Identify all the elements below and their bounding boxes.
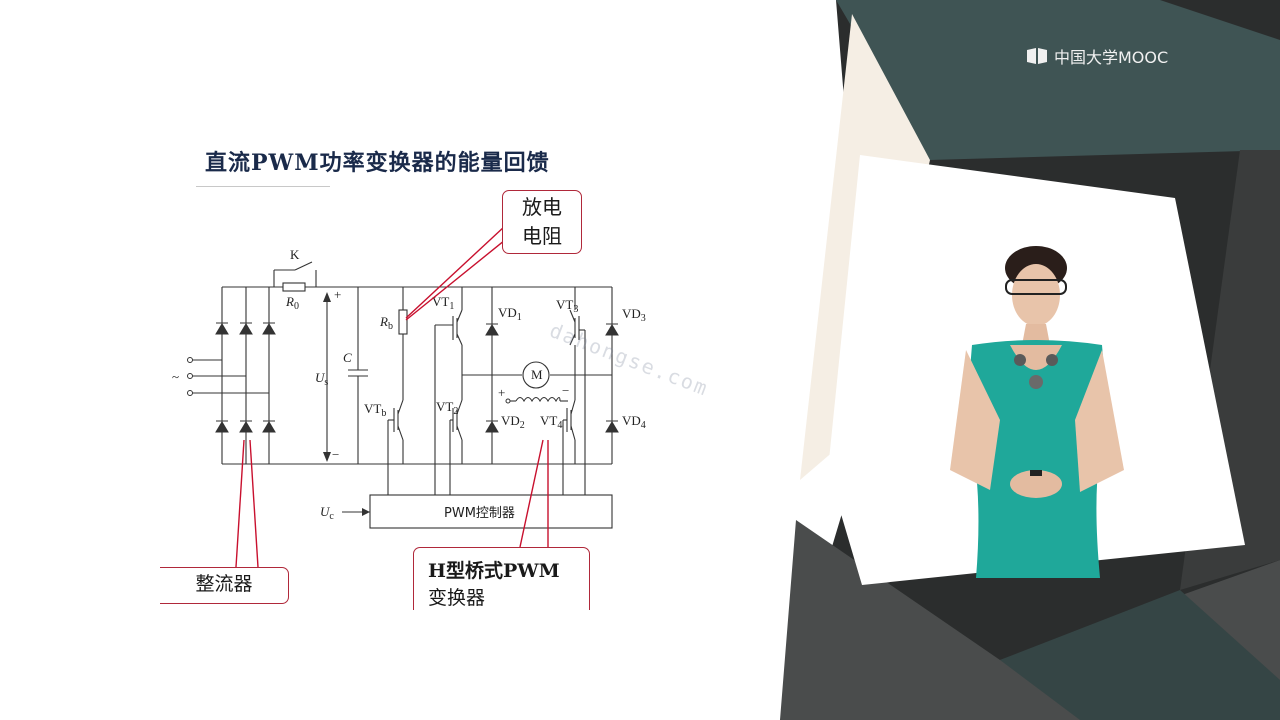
diode-vd1 <box>485 324 499 336</box>
label-pwm-controller: PWM控制器 <box>444 506 515 521</box>
callout-hbridge-line2: 变换器 <box>428 587 486 609</box>
diode-vd3 <box>605 324 619 336</box>
transistors <box>388 309 585 441</box>
label-vt1: VT1 <box>432 294 454 312</box>
label-c: C <box>343 350 352 365</box>
label-vtb: VTb <box>364 401 386 419</box>
label-us: Us <box>315 370 328 388</box>
rectifier-diodes <box>215 322 276 433</box>
label-vt2: VT2 <box>436 399 458 417</box>
label-vt3: VT3 <box>556 297 578 315</box>
label-r0: R0 <box>285 294 299 312</box>
resistor-rb <box>398 309 408 335</box>
freewheel-diodes <box>485 323 619 433</box>
circuit-wires <box>190 261 613 513</box>
callout-discharge-resistor: 放电 电阻 <box>502 190 582 254</box>
label-vd4: VD4 <box>622 413 646 431</box>
resistor-r0 <box>282 282 306 292</box>
annotation-leaders <box>235 225 549 568</box>
logo-text: 中国大学MOOC <box>1054 48 1169 67</box>
pwm-controller-box <box>369 494 613 529</box>
label-uc: Uc <box>320 504 334 522</box>
motor-symbol <box>522 361 550 389</box>
us-arrow-bottom <box>323 452 331 462</box>
slide-title: 直流PWM功率变换器的能量回馈 <box>205 150 550 176</box>
callout-rectifier: 整流器 <box>160 567 289 604</box>
book-icon <box>1027 48 1047 64</box>
us-arrow-top <box>323 292 331 302</box>
label-vd1: VD1 <box>498 305 522 323</box>
label-vt4: VT4 <box>540 413 562 431</box>
inductor-coil <box>515 396 561 403</box>
label-inductor-minus: − <box>562 383 569 398</box>
callout-resistor-line2: 电阻 <box>522 224 562 248</box>
diode-vd4 <box>605 421 619 433</box>
label-ac: ~ <box>172 369 179 384</box>
label-vd3: VD3 <box>622 306 646 324</box>
label-k: K <box>290 247 300 262</box>
transistor-vt1 <box>435 309 463 346</box>
uc-arrow <box>362 508 370 516</box>
mooc-logo: 中国大学MOOC <box>1026 44 1168 68</box>
label-vd2: VD2 <box>501 413 525 431</box>
transistor-vt3 <box>569 309 585 346</box>
title-underline <box>196 186 330 187</box>
ac-terminals <box>187 357 193 396</box>
bg-shape-teal-bottom <box>1000 590 1280 720</box>
callout-hbridge-line1: H型桥式PWM <box>428 560 560 582</box>
label-motor: M <box>531 367 543 382</box>
transistor-vt2 <box>450 399 463 441</box>
diode-vd2 <box>485 421 499 433</box>
callout-h-bridge: H型桥式PWM 变换器 <box>413 547 590 610</box>
bg-shape-teal <box>836 0 1280 160</box>
inductor-terminal-left <box>505 398 511 404</box>
label-minus-bottom: − <box>332 447 339 462</box>
instructor-figure <box>950 246 1124 578</box>
label-plus-top: + <box>334 287 341 302</box>
label-rb: Rb <box>379 314 393 332</box>
callout-resistor-line1: 放电 <box>522 195 562 219</box>
transistor-vt4 <box>563 399 576 441</box>
label-inductor-plus: + <box>498 385 505 400</box>
transistor-vtb <box>388 399 404 441</box>
